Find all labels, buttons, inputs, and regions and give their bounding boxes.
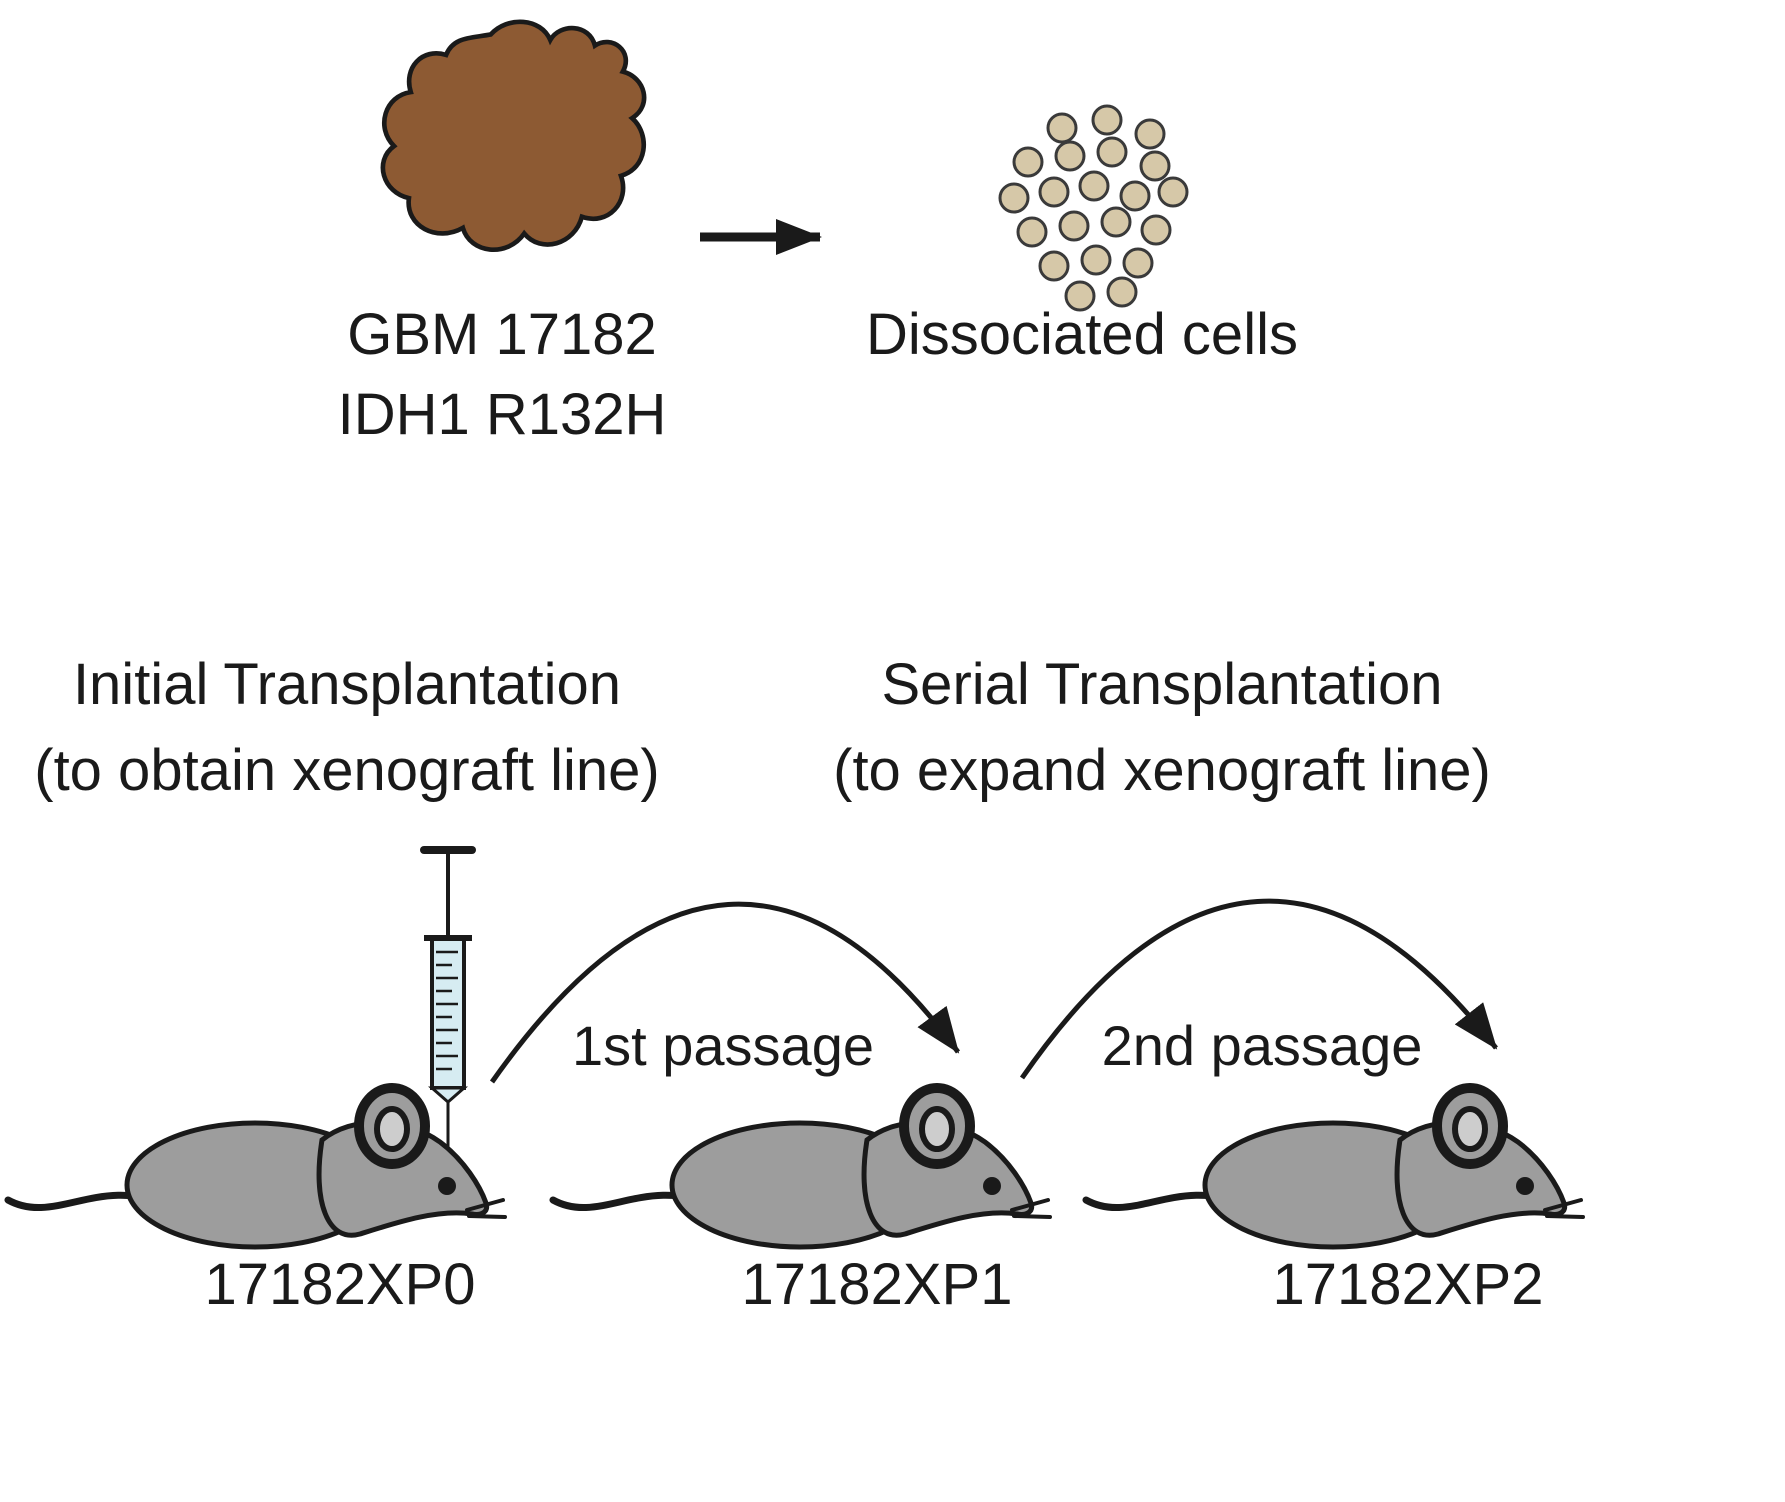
tumor-label-line2: IDH1 R132H xyxy=(337,382,667,447)
serial-transplantation-title: Serial Transplantation xyxy=(881,652,1443,717)
initial-transplantation-title: Initial Transplantation xyxy=(72,652,622,717)
tumor-blob xyxy=(380,19,647,252)
serial-transplantation-subtitle: (to expand xenograft line) xyxy=(833,738,1491,803)
passage-arc-2 xyxy=(1019,898,1498,1080)
mouse-xp0 xyxy=(8,1088,505,1247)
mouse-label-xp1: 17182XP1 xyxy=(741,1252,1013,1317)
first-passage-label: 1st passage xyxy=(572,1014,874,1077)
mouse-xp2 xyxy=(1086,1088,1583,1247)
cell-cluster xyxy=(998,104,1189,312)
mouse-label-xp2: 17182XP2 xyxy=(1272,1252,1544,1317)
dissociated-cells-label: Dissociated cells xyxy=(866,302,1298,367)
syringe-barrel xyxy=(430,936,466,1090)
passage-arc-1 xyxy=(489,901,961,1084)
syringe-graduations xyxy=(436,950,458,1071)
second-passage-label: 2nd passage xyxy=(1101,1014,1423,1077)
syringe xyxy=(420,846,476,1150)
initial-transplantation-subtitle: (to obtain xenograft line) xyxy=(34,738,660,803)
mouse-label-xp0: 17182XP0 xyxy=(204,1252,476,1317)
syringe-taper xyxy=(428,1086,468,1104)
mouse-xp1 xyxy=(553,1088,1050,1247)
tumor-label-line1: GBM 17182 xyxy=(347,302,657,367)
